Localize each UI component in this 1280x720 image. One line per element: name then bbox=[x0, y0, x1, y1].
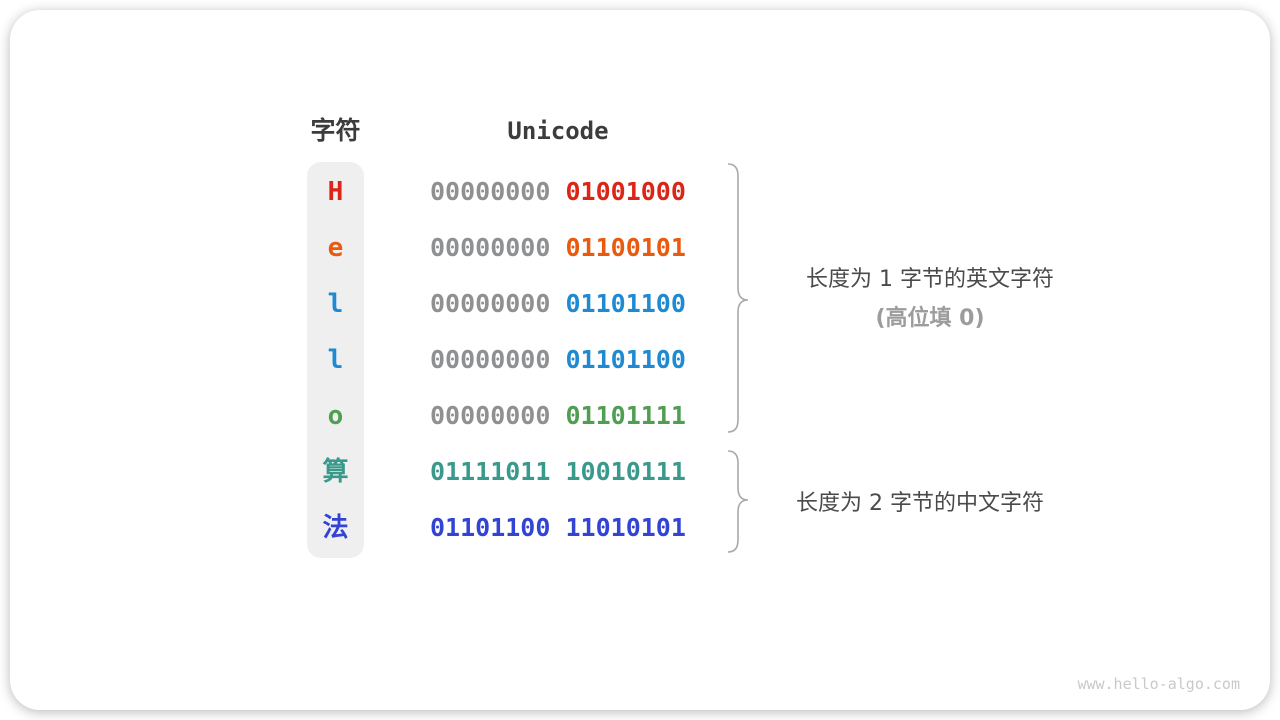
table-row: o 00000000 01101111 bbox=[0, 388, 1280, 444]
char-cell: 算 bbox=[322, 457, 349, 487]
char-cell: H bbox=[327, 177, 344, 207]
column-header-unicode: Unicode bbox=[507, 117, 609, 145]
table-row: l 00000000 01101100 bbox=[0, 276, 1280, 332]
table-row: 法 01101100 11010101 bbox=[0, 500, 1280, 556]
char-cell: o bbox=[327, 401, 344, 431]
unicode-binary-cell: 00000000 01001000 bbox=[430, 164, 686, 220]
high-byte: 00000000 bbox=[430, 345, 551, 374]
annotation-group1-line1: 长度为 1 字节的英文字符 bbox=[806, 267, 1054, 292]
annotation-group1-line2: (高位填 0) bbox=[875, 306, 985, 331]
high-byte: 00000000 bbox=[430, 233, 551, 262]
group1-brace-icon bbox=[727, 163, 749, 433]
column-header-char: 字符 bbox=[310, 116, 361, 145]
unicode-binary-cell: 00000000 01100101 bbox=[430, 220, 686, 276]
char-column-background bbox=[307, 162, 364, 558]
watermark-url: www.hello-algo.com bbox=[1077, 675, 1240, 693]
unicode-binary-cell: 00000000 01101111 bbox=[430, 388, 686, 444]
unicode-binary-cell: 01101100 11010101 bbox=[430, 500, 686, 556]
low-byte: 11010101 bbox=[565, 513, 686, 542]
low-byte: 01100101 bbox=[565, 233, 686, 262]
unicode-binary-cell: 00000000 01101100 bbox=[430, 276, 686, 332]
unicode-binary-cell: 00000000 01101100 bbox=[430, 332, 686, 388]
table-row: H 00000000 01001000 bbox=[0, 164, 1280, 220]
group2-brace-icon bbox=[727, 450, 749, 553]
high-byte: 00000000 bbox=[430, 177, 551, 206]
low-byte: 01101100 bbox=[565, 289, 686, 318]
char-cell: l bbox=[327, 345, 344, 375]
high-byte: 00000000 bbox=[430, 401, 551, 430]
char-cell: l bbox=[327, 289, 344, 319]
table-row: 算 01111011 10010111 bbox=[0, 444, 1280, 500]
high-byte: 00000000 bbox=[430, 289, 551, 318]
unicode-binary-cell: 01111011 10010111 bbox=[430, 444, 686, 500]
table-row: l 00000000 01101100 bbox=[0, 332, 1280, 388]
high-byte: 01101100 bbox=[430, 513, 551, 542]
annotation-group2-line1: 长度为 2 字节的中文字符 bbox=[796, 491, 1044, 516]
char-cell: e bbox=[327, 233, 344, 263]
low-byte: 01001000 bbox=[565, 177, 686, 206]
high-byte: 01111011 bbox=[430, 457, 551, 486]
char-cell: 法 bbox=[322, 513, 349, 543]
low-byte: 10010111 bbox=[565, 457, 686, 486]
low-byte: 01101111 bbox=[565, 401, 686, 430]
figure-card bbox=[10, 10, 1270, 710]
low-byte: 01101100 bbox=[565, 345, 686, 374]
table-row: e 00000000 01100101 bbox=[0, 220, 1280, 276]
